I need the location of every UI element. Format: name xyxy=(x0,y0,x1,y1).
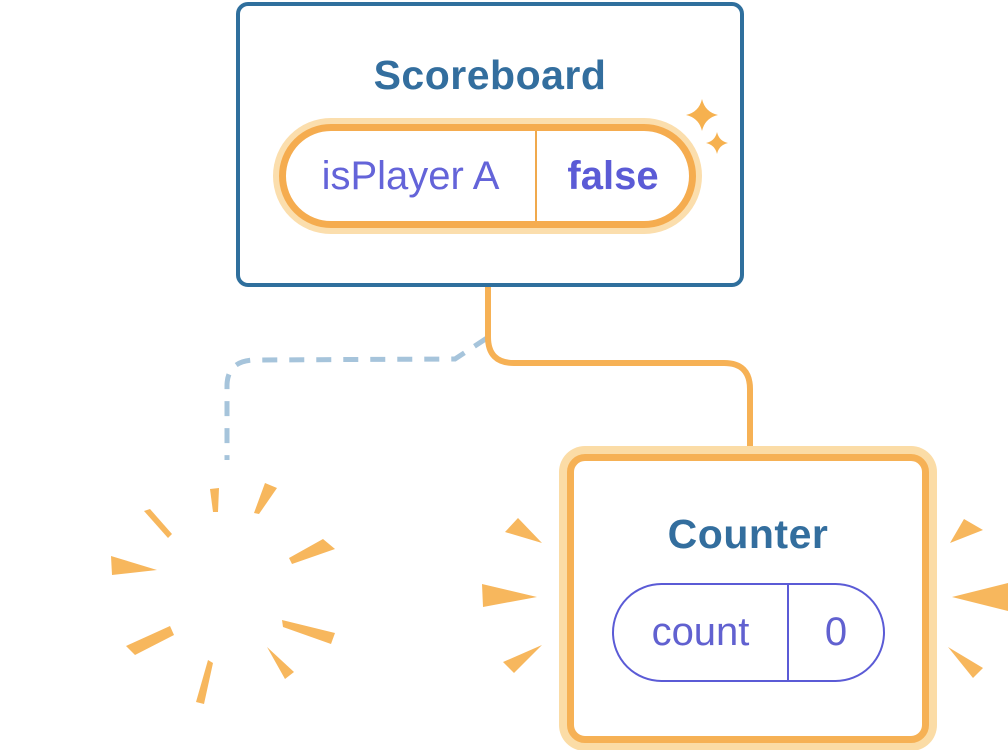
counter-state-pill: count 0 xyxy=(612,583,885,682)
pill-divider xyxy=(535,131,537,221)
dashed-connector-line xyxy=(224,335,489,460)
state-name: isPlayer A xyxy=(321,153,500,198)
solid-connector-line xyxy=(485,285,753,455)
state-value: false xyxy=(567,153,659,198)
state-value: 0 xyxy=(824,610,848,654)
scoreboard-component-card: Scoreboard isPlayer A false xyxy=(236,2,744,287)
scoreboard-title: Scoreboard xyxy=(373,52,607,98)
pill-divider xyxy=(787,585,789,680)
scoreboard-state-pill: isPlayer A false xyxy=(279,124,696,228)
counter-component-card: Counter count 0 xyxy=(567,454,929,743)
state-name: count xyxy=(651,610,750,654)
counter-title: Counter xyxy=(667,511,829,557)
removed-component-card xyxy=(100,457,376,725)
